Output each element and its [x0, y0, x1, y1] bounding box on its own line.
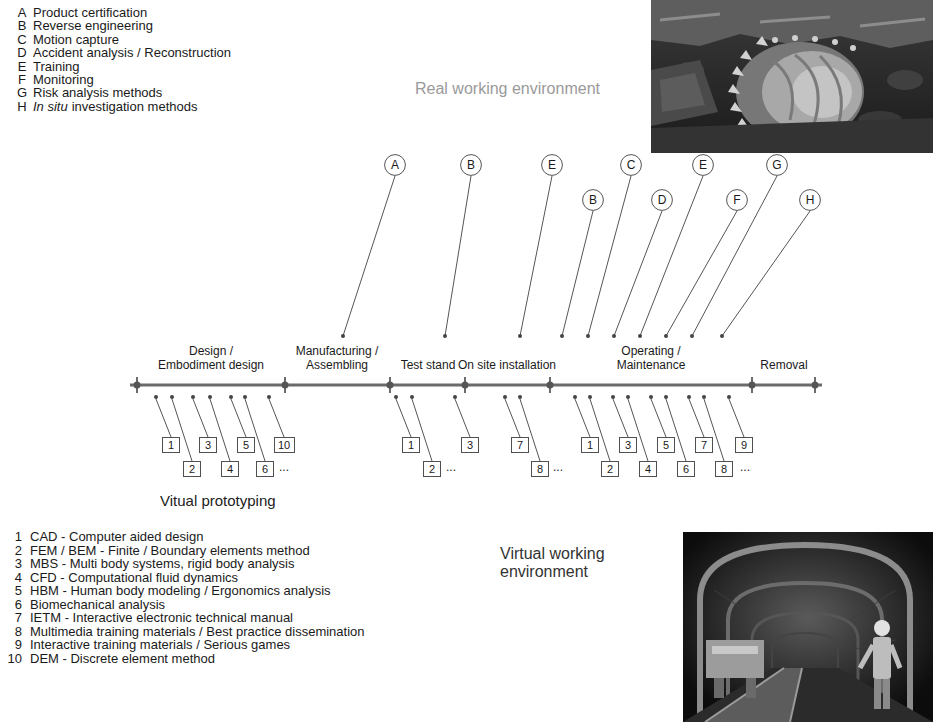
callout-letter: E [548, 159, 556, 172]
timeline [130, 377, 822, 393]
callout-circle: G [766, 154, 788, 176]
callout-circle: F [726, 189, 748, 211]
method-number-box: 1 [581, 437, 599, 453]
callout-circle: E [692, 154, 714, 176]
method-number-box: 2 [183, 461, 201, 477]
method-number-box: 1 [162, 437, 180, 453]
callout-circle: A [384, 154, 406, 176]
method-number-box: 1 [402, 437, 420, 453]
method-number-box: 6 [677, 461, 695, 477]
callout-circle: C [620, 154, 642, 176]
method-number-box: 5 [657, 437, 675, 453]
callout-letter: C [627, 159, 636, 172]
method-number-box: 4 [221, 461, 239, 477]
method-number-box: 3 [199, 437, 217, 453]
callout-letter: D [658, 194, 667, 207]
method-number: 2 [429, 463, 435, 475]
callout-letter: F [733, 194, 740, 207]
callout-circle: E [541, 154, 563, 176]
method-number-box: 2 [601, 461, 619, 477]
method-number-box: 8 [715, 461, 733, 477]
legend-text: investigation methods [72, 100, 198, 115]
phase-label: On site installation [458, 359, 556, 373]
callout-letter: B [589, 194, 597, 207]
phase-label: Test stand [401, 359, 456, 373]
timeline-marker [134, 382, 819, 389]
leader-dot [154, 395, 731, 399]
method-number: 9 [741, 439, 747, 451]
method-number: 1 [408, 439, 414, 451]
method-number: 6 [262, 463, 268, 475]
shearer-photo [651, 0, 933, 153]
method-text: DEM - Discrete element method [30, 652, 215, 667]
ellipsis: ... [553, 461, 563, 475]
callout-circle: B [460, 154, 482, 176]
callout-circle: H [799, 189, 821, 211]
callout-letter: A [391, 159, 399, 172]
method-number: 8 [537, 463, 543, 475]
leader-dot [341, 334, 724, 338]
method-number: 4 [645, 463, 651, 475]
ellipsis: ... [446, 461, 456, 475]
method-number: 3 [625, 439, 631, 451]
callout-letter: G [772, 159, 781, 172]
phase-label: Removal [760, 359, 807, 373]
leader-line [343, 176, 810, 336]
method-number: 5 [663, 439, 669, 451]
method-number: 1 [168, 439, 174, 451]
callout-letter: B [467, 159, 475, 172]
method-number-box: 4 [639, 461, 657, 477]
phase-label: Manufacturing / Assembling [289, 345, 385, 373]
method-number: 8 [721, 463, 727, 475]
callout-letter: E [699, 159, 707, 172]
method-number-box: 3 [619, 437, 637, 453]
method-number: 4 [227, 463, 233, 475]
method-number: 7 [701, 439, 707, 451]
method-number-box: 3 [461, 437, 479, 453]
method-number: 1 [587, 439, 593, 451]
method-number-box: 9 [735, 437, 753, 453]
method-number: 3 [205, 439, 211, 451]
phase-label: Operating / Maintenance [609, 345, 693, 373]
method-number: 5 [243, 439, 249, 451]
method-number-box: 6 [256, 461, 274, 477]
section-title: Vitual prototyping [160, 492, 276, 509]
method-number-box: 7 [695, 437, 713, 453]
method-number: 10 [278, 439, 290, 451]
method-number-box: 10 [274, 437, 295, 453]
method-number-box: 5 [237, 437, 255, 453]
tunnel-render [683, 532, 933, 722]
callout-circle: B [582, 189, 604, 211]
phase-label: Design / Embodiment design [156, 345, 266, 373]
method-number-box: 7 [511, 437, 529, 453]
method-number-box: 2 [423, 461, 441, 477]
ellipsis: ... [740, 461, 750, 475]
method-number: 2 [189, 463, 195, 475]
method-number: 7 [517, 439, 523, 451]
callout-letter: H [806, 194, 815, 207]
method-number: 10 [4, 652, 22, 667]
method-number: 2 [607, 463, 613, 475]
legend-letter: H [16, 100, 28, 115]
method-number-box: 8 [531, 461, 549, 477]
section-title: Virtual working environment [500, 545, 650, 582]
ellipsis: ... [279, 461, 289, 475]
leader-line [156, 399, 744, 461]
legend-text: In situ [33, 100, 68, 115]
method-number: 6 [683, 463, 689, 475]
callout-circle: D [651, 189, 673, 211]
method-number: 3 [467, 439, 473, 451]
section-title: Real working environment [415, 80, 600, 98]
